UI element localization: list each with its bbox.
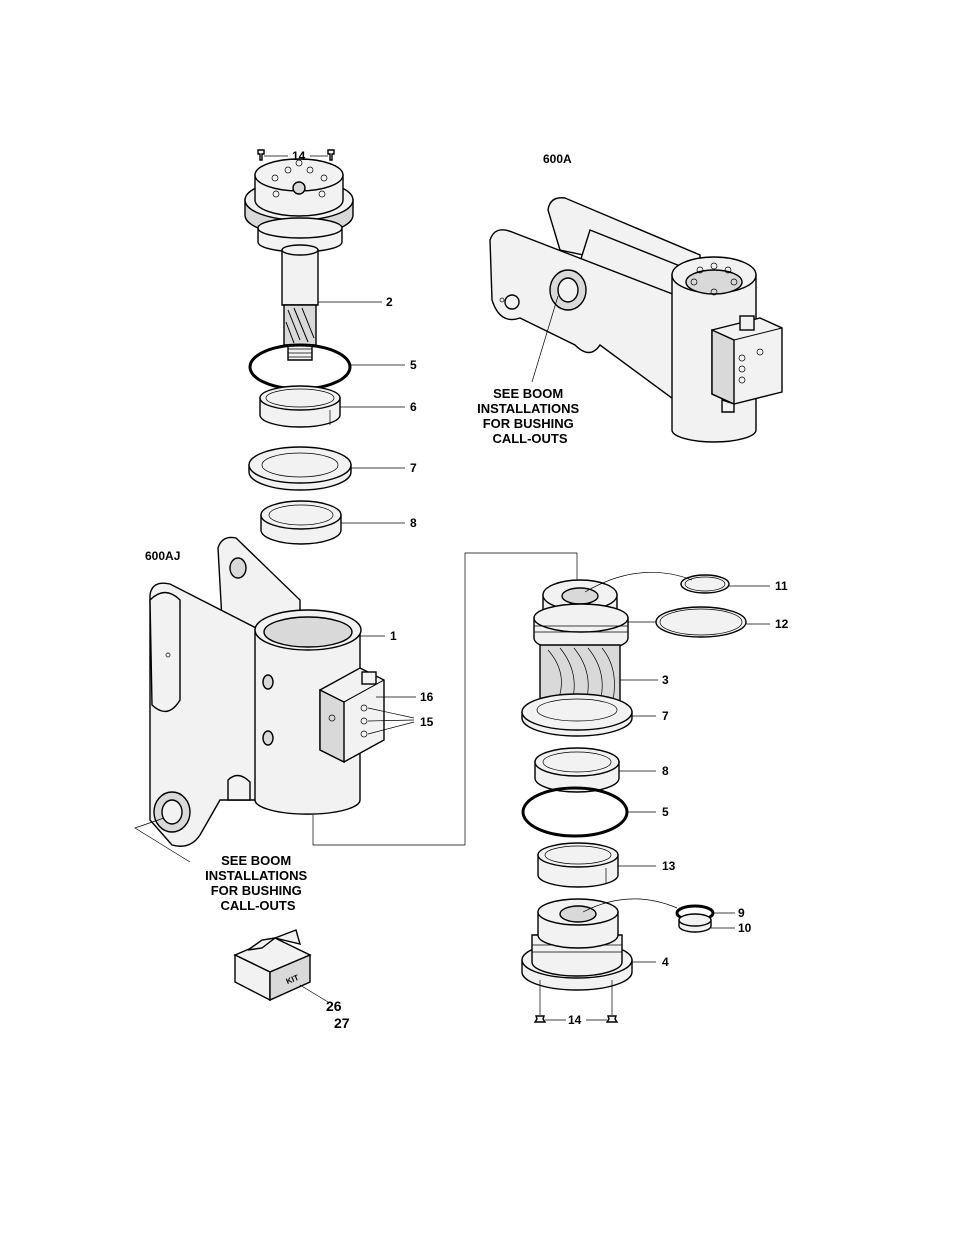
note-bushing-600a: SEE BOOM INSTALLATIONS FOR BUSHING CALL-… [477, 386, 583, 446]
callout-13: 13 [662, 859, 676, 873]
callout-3: 3 [662, 673, 669, 687]
assembly-label-600a: 600A [543, 152, 572, 166]
callout-27: 27 [334, 1015, 350, 1031]
washer-part-7-mid [522, 694, 632, 736]
callout-14-bottom: 14 [568, 1013, 582, 1027]
callout-8-mid: 8 [662, 764, 669, 778]
shaft-part-2 [245, 159, 353, 360]
callout-9: 9 [738, 906, 745, 920]
callout-4: 4 [662, 955, 669, 969]
callout-26: 26 [326, 998, 342, 1014]
assembly-label-600aj: 600AJ [145, 549, 180, 563]
callout-5-mid: 5 [662, 805, 669, 819]
callout-6: 6 [410, 400, 417, 414]
callout-5-top: 5 [410, 358, 417, 372]
callout-14-top: 14 [292, 149, 306, 163]
callout-15: 15 [420, 715, 434, 729]
callout-10: 10 [738, 921, 752, 935]
callout-11: 11 [775, 579, 788, 593]
bearing-part-8-top [261, 501, 341, 544]
callout-2: 2 [386, 295, 393, 309]
oring-part-12 [656, 607, 746, 637]
bearing-part-8-mid [535, 748, 619, 792]
washer-part-7-top [249, 447, 351, 490]
kit-box: KIT [235, 930, 310, 1000]
seal-part-9-10 [677, 906, 713, 932]
callout-1: 1 [390, 629, 397, 643]
callout-12: 12 [775, 617, 789, 631]
callout-7-mid: 7 [662, 709, 669, 723]
callout-7-top: 7 [410, 461, 417, 475]
callout-16: 16 [420, 690, 434, 704]
oring-part-11 [681, 575, 729, 593]
note-bushing-600aj: SEE BOOM INSTALLATIONS FOR BUSHING CALL-… [205, 853, 311, 913]
assembly-600aj [150, 537, 384, 846]
callout-8-top: 8 [410, 516, 417, 530]
leader-kit [300, 985, 328, 1002]
oring-part-5-mid [523, 788, 627, 836]
cap-part-4 [522, 899, 632, 990]
bushing-part-6 [260, 386, 340, 427]
bushing-part-13 [538, 843, 618, 887]
